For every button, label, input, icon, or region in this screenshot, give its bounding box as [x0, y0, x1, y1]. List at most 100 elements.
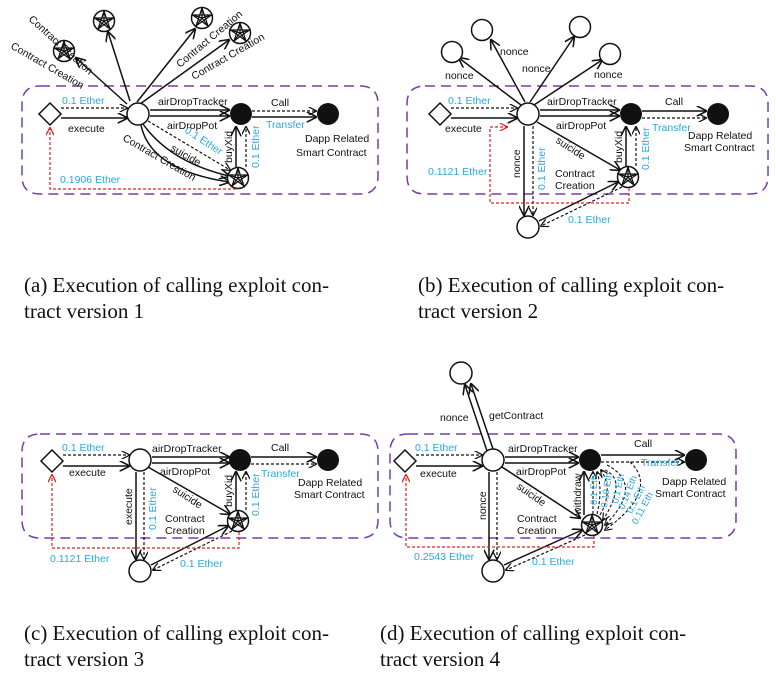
- edge-label: nonce: [500, 46, 529, 58]
- edge-label: airDropTracker: [508, 443, 578, 455]
- edge-label: Call: [271, 97, 289, 109]
- edge-label: execute: [420, 468, 457, 480]
- target-contract-node: [230, 103, 252, 125]
- edge-label: suicide: [514, 481, 548, 510]
- dapp-label: Dapp Related: [305, 133, 369, 145]
- dapp-contract-node: [685, 449, 707, 471]
- exploit-contract-node: [481, 448, 505, 472]
- caption-c: (c) Execution of calling exploit con- tr…: [24, 620, 329, 672]
- edge-label: execute: [69, 467, 106, 479]
- ether-label: 0.1 Ether: [568, 214, 611, 226]
- ether-label: Transfer: [266, 119, 305, 131]
- caption-line: tract version 2: [418, 299, 539, 323]
- edge-label: airDropPot: [556, 120, 606, 132]
- dapp-contract-node: [317, 449, 339, 471]
- boundary-box: [406, 85, 769, 195]
- dapp-label: Dapp Related: [688, 130, 752, 142]
- withdraw-amount-label: 0.19 Eth: [599, 472, 615, 509]
- edge-label: Contract: [165, 513, 205, 525]
- edge-label: buyXid: [223, 131, 235, 163]
- edge-label: airDropPot: [516, 466, 566, 478]
- caption-b: (b) Execution of calling exploit con- tr…: [418, 272, 724, 324]
- helper-contract-node: [128, 559, 152, 583]
- refund-label: 0.1906 Ether: [60, 174, 121, 186]
- dapp-label: Smart Contract: [294, 489, 365, 501]
- ether-label: 0.1 Ether: [62, 95, 105, 107]
- caption-line: tract version 1: [24, 299, 145, 323]
- edge-label: nonce: [445, 70, 474, 82]
- helper-contract-node: [516, 215, 540, 239]
- boundary-box: [21, 433, 379, 539]
- caption-line: (b) Execution of calling exploit con-: [418, 273, 725, 297]
- spawned-node: [470, 18, 494, 42]
- edge-label: suicide: [553, 134, 587, 162]
- attacker-node: [39, 448, 65, 474]
- ether-label: Transfer: [652, 122, 691, 134]
- edge-label: buyXid: [613, 131, 625, 163]
- edge-label: execute: [445, 123, 482, 135]
- refund-label: 0.1121 Ether: [428, 166, 488, 178]
- edge-label: nonce: [477, 491, 489, 520]
- child-contract-node: [580, 513, 604, 537]
- dapp-label: Dapp Related: [298, 477, 362, 489]
- ether-label: 0.1 Ether: [415, 442, 458, 454]
- panel-b: nonce nonce nonce nonce 0.1 Ether execut…: [406, 15, 769, 239]
- edge-label: Call: [271, 442, 289, 454]
- edge-label: airDropPot: [160, 466, 210, 478]
- caption-line: tract version 4: [380, 647, 501, 671]
- target-contract-node: [620, 103, 642, 125]
- panel-d: nonce getContract 0.1 Ether execute airD…: [389, 361, 737, 583]
- edge-label: Call: [665, 96, 683, 108]
- child-contract-node: [226, 509, 250, 533]
- panel-a: Contract Creation Contract Creation Cont…: [9, 6, 379, 195]
- attacker-node: [427, 101, 453, 127]
- attacker-node: [37, 101, 63, 127]
- edge-label: Creation: [555, 180, 595, 192]
- spawned-contract-node: [190, 6, 214, 30]
- edge-label: airDropPot: [167, 120, 217, 132]
- ether-label: Transfer: [641, 457, 680, 469]
- edge-label: airDropTracker: [152, 443, 222, 455]
- refund-label: 0.2543 Ether: [414, 551, 475, 563]
- ether-label: 0.1 Ether: [640, 127, 652, 170]
- spawned-node: [568, 15, 592, 39]
- edge-label: Call: [634, 438, 652, 450]
- withdraw-amount-label: 0.1 Eth: [589, 475, 600, 505]
- ether-label: 0.1 Ether: [448, 95, 491, 107]
- caption-line: (a) Execution of calling exploit con-: [24, 273, 329, 297]
- spawned-node: [440, 40, 464, 64]
- dapp-contract-node: [317, 103, 339, 125]
- ether-label: 0.1 Ether: [180, 558, 223, 570]
- ether-label: 0.1 Ether: [250, 125, 262, 168]
- ether-label: 0.1 Ether: [536, 147, 548, 190]
- ether-label: Transfer: [261, 468, 300, 480]
- edge-label: Contract: [555, 168, 595, 180]
- child-contract-node: [616, 165, 640, 189]
- ether-label: 0.1 Ether: [532, 556, 575, 568]
- edge-label: Contract: [517, 513, 557, 525]
- target-contract-node: [579, 449, 601, 471]
- ether-label: 0.1 Ether: [147, 487, 159, 530]
- edge-label: airDropTracker: [547, 96, 617, 108]
- caption-line: tract version 3: [24, 647, 145, 671]
- edge-label: nonce: [594, 69, 623, 81]
- caption-line: (d) Execution of calling exploit con-: [380, 621, 687, 645]
- ether-label: 0.1 Ether: [250, 473, 262, 516]
- edge-label: buyXid: [223, 475, 235, 507]
- dapp-label: Smart Contract: [296, 147, 367, 159]
- dapp-contract-node: [707, 103, 729, 125]
- edge-label: airDropTracker: [158, 96, 228, 108]
- dapp-label: Dapp Related: [662, 476, 726, 488]
- edge-label: nonce: [522, 63, 551, 75]
- edge-label: nonce: [511, 149, 523, 178]
- edge-label: execute: [68, 123, 105, 135]
- ether-label: 0.1 Ether: [62, 442, 105, 454]
- exploit-contract-node: [516, 102, 540, 126]
- edge-label: suicide: [170, 483, 204, 511]
- child-contract-node: [226, 166, 250, 190]
- caption-line: (c) Execution of calling exploit con-: [24, 621, 329, 645]
- edge-label: Creation: [165, 525, 205, 537]
- attacker-node: [392, 448, 418, 474]
- exploit-contract-node: [128, 448, 152, 472]
